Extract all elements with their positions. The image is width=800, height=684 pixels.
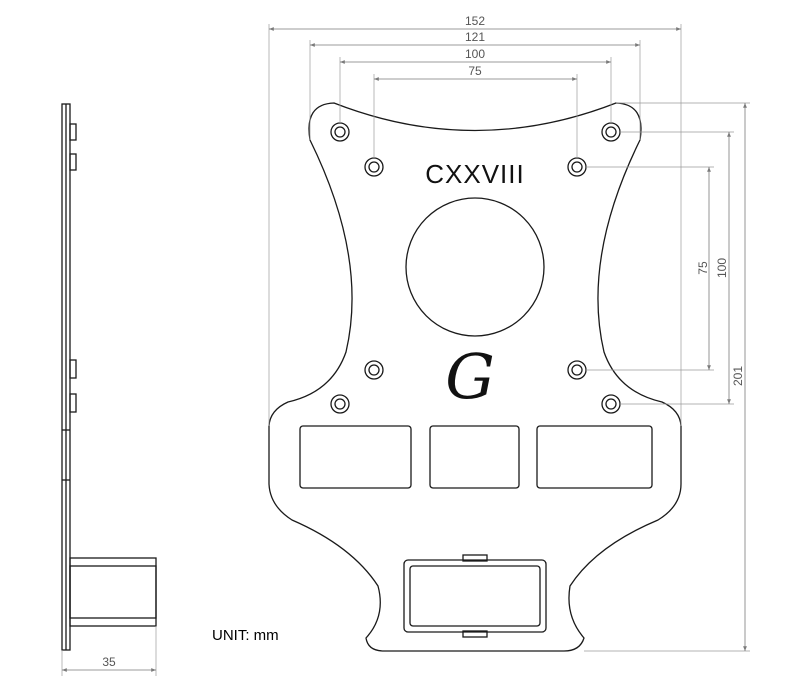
slot-center [429,425,520,489]
dimension-35: 35 [102,655,116,669]
center-hole [405,197,545,337]
right-dimensions: 75 100 201 [584,102,750,652]
front-view: CXXVIII G [268,102,682,652]
plate-outline [268,102,682,652]
slot-left [299,425,412,489]
side-nub [69,123,77,141]
dimension-121: 121 [465,30,485,44]
dimension-201-vertical: 201 [731,366,745,386]
dimension-100: 100 [465,47,485,61]
vesa-100-hole [601,122,621,142]
vesa-100-hole [330,394,350,414]
dimension-100-vertical: 100 [715,258,729,278]
logo-mark: G [445,340,495,413]
dimension-75-vertical: 75 [696,261,710,275]
side-hook [69,557,157,627]
dimension-152: 152 [465,14,485,28]
vesa-75-hole [364,360,384,380]
vesa-75-hole [364,157,384,177]
dimension-75: 75 [468,64,482,78]
vesa-100-hole [601,394,621,414]
side-nub [69,359,77,379]
vesa-100-hole [330,122,350,142]
side-nub [69,153,77,171]
unit-label: UNIT: mm [212,627,279,644]
hook-slot [403,559,547,633]
side-view: 35 [61,103,157,676]
plate-label: CXXVIII [425,159,524,189]
top-dimensions: 152 121 100 75 [268,14,682,426]
vesa-75-hole [567,360,587,380]
vesa-75-hole [567,157,587,177]
slot-right [536,425,653,489]
side-nub [69,393,77,413]
